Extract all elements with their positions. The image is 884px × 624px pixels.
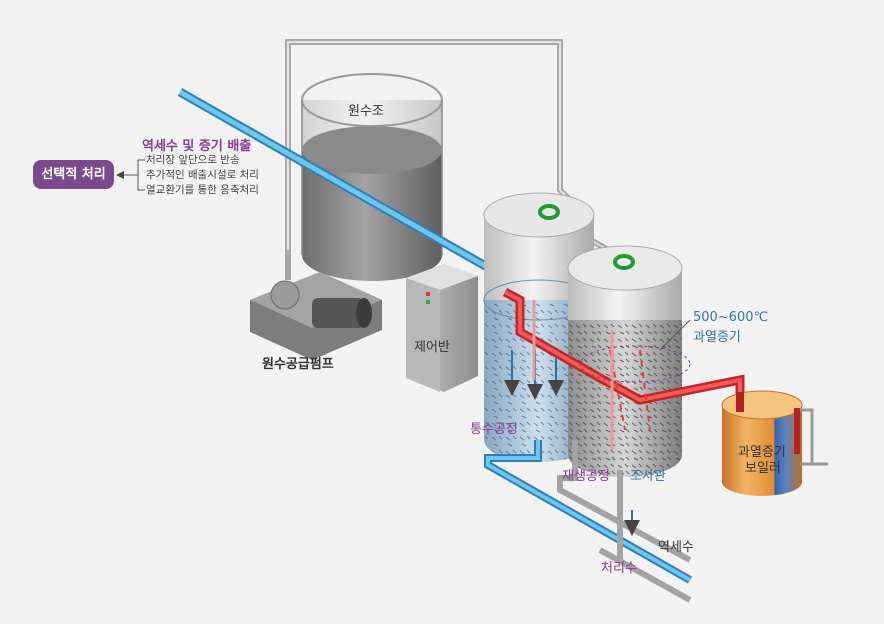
raw-water-tank-label: 원수조 — [348, 104, 384, 119]
water-process-label: 통수공정 — [470, 422, 518, 437]
supply-pump — [250, 250, 382, 360]
discharge-bracket — [137, 159, 145, 191]
superheated-steam-label: 과열증기 — [693, 330, 741, 345]
regeneration-tank — [567, 245, 683, 477]
steam-zone-marker — [579, 345, 691, 383]
discharge-line-1: 처리장 앞단으로 반송 — [146, 154, 240, 166]
control-panel — [406, 264, 478, 392]
supply-pump-label: 원수공급펌프 — [262, 357, 334, 372]
steam-label-leader — [659, 319, 691, 351]
treated-water-label: 처리수 — [601, 561, 637, 576]
backwash-label: 역세수 — [658, 540, 694, 555]
steam-temp-label: 500~600℃ — [693, 310, 769, 325]
regeneration-process-label: 재생공정 — [562, 469, 610, 484]
injection-pipe-label: 조사관 — [630, 469, 666, 484]
discharge-title: 역세수 및 증기 배출 — [142, 139, 252, 154]
bottom-pipes — [484, 440, 692, 603]
discharge-line-3: 열교환기를 통한 응축처리 — [146, 184, 259, 196]
boiler-label-line1: 과열증기 — [738, 445, 786, 460]
discharge-line-2: 추가적인 배출시설로 처리 — [146, 169, 259, 181]
superheated-steam-boiler — [721, 390, 828, 496]
control-panel-label: 제어반 — [414, 340, 450, 355]
boiler-label-line2: 보일러 — [745, 461, 781, 476]
selective-treatment-badge: 선택적 처리 — [33, 160, 114, 189]
